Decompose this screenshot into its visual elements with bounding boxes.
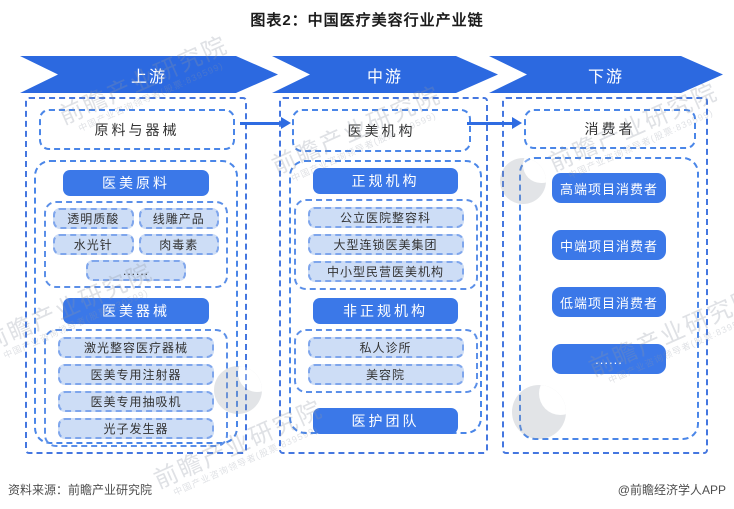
upstream-section-container: 医美原料 透明质酸 线雕产品 水光针 肉毒素 ...... 医美器械 激光整容医… — [34, 160, 238, 447]
materials-section-header: 医美原料 — [63, 170, 209, 196]
downstream-column: 消费者 高端项目消费者 中端项目消费者 低端项目消费者 ...... — [502, 97, 708, 454]
arrow-shaft — [240, 122, 282, 125]
midstream-section-container: 正规机构 公立医院整容科 大型连锁医美集团 中小型民营医美机构 非正规机构 私人… — [289, 160, 482, 434]
formal-institution-item: 公立医院整容科 — [307, 207, 464, 228]
arrow-shaft — [467, 122, 513, 125]
flow-arrow-midstream-to-downstream — [467, 117, 522, 129]
formal-institutions-group: 公立医院整容科 大型连锁医美集团 中小型民营医美机构 — [293, 199, 478, 290]
informal-institutions-header: 非正规机构 — [313, 298, 458, 324]
stage-chevron-upstream: 上游 — [20, 56, 278, 93]
device-item: 激光整容医疗器械 — [58, 337, 214, 358]
formal-institution-item: 大型连锁医美集团 — [307, 234, 464, 255]
midstream-column: 医美机构 正规机构 公立医院整容科 大型连锁医美集团 中小型民营医美机构 非正规… — [279, 97, 488, 454]
material-item-more: ...... — [86, 260, 186, 281]
formal-institution-item: 中小型民营医美机构 — [307, 261, 464, 282]
chart-title: 图表2：中国医疗美容行业产业链 — [250, 12, 484, 29]
material-item: 水光针 — [53, 234, 134, 255]
source-note: 资料来源：前瞻产业研究院 — [8, 483, 153, 497]
materials-item-group: 透明质酸 线雕产品 水光针 肉毒素 ...... — [44, 201, 228, 288]
informal-institutions-group: 私人诊所 美容院 — [293, 329, 478, 393]
midstream-header-box: 医美机构 — [292, 109, 471, 152]
stage-label-upstream: 上游 — [130, 68, 167, 86]
formal-institutions-header: 正规机构 — [313, 168, 458, 194]
device-item: 医美专用抽吸机 — [58, 391, 214, 412]
downstream-section-container: 高端项目消费者 中端项目消费者 低端项目消费者 ...... — [519, 157, 699, 440]
consumer-segment-low: 低端项目消费者 — [552, 287, 666, 317]
stage-chevron-downstream: 下游 — [489, 56, 723, 93]
material-item: 透明质酸 — [53, 208, 134, 229]
downstream-header-box: 消费者 — [524, 109, 696, 149]
upstream-header-box: 原料与器械 — [39, 109, 235, 150]
arrow-head-icon — [281, 117, 291, 129]
devices-item-group: 激光整容医疗器械 医美专用注射器 医美专用抽吸机 光子发生器 — [44, 329, 228, 447]
informal-institution-item: 私人诊所 — [307, 337, 464, 358]
stage-label-downstream: 下游 — [587, 68, 624, 86]
consumer-segment-more: ...... — [552, 344, 666, 374]
stage-chevron-midstream: 中游 — [272, 56, 498, 93]
medical-team-header: 医护团队 — [313, 408, 458, 434]
informal-institution-item: 美容院 — [307, 364, 464, 385]
material-item: 线雕产品 — [138, 208, 219, 229]
consumer-segment-mid: 中端项目消费者 — [552, 230, 666, 260]
upstream-column: 原料与器械 医美原料 透明质酸 线雕产品 水光针 肉毒素 ...... 医美器械… — [25, 97, 247, 454]
arrow-head-icon — [512, 117, 522, 129]
stage-label-midstream: 中游 — [366, 68, 403, 86]
material-item: 肉毒素 — [138, 234, 219, 255]
consumer-segment-high: 高端项目消费者 — [552, 173, 666, 203]
app-credit: @前瞻经济学人APP — [617, 483, 726, 497]
device-item: 医美专用注射器 — [58, 364, 214, 385]
flow-arrow-upstream-to-midstream — [240, 117, 291, 129]
devices-section-header: 医美器械 — [63, 298, 209, 324]
device-item: 光子发生器 — [58, 418, 214, 439]
